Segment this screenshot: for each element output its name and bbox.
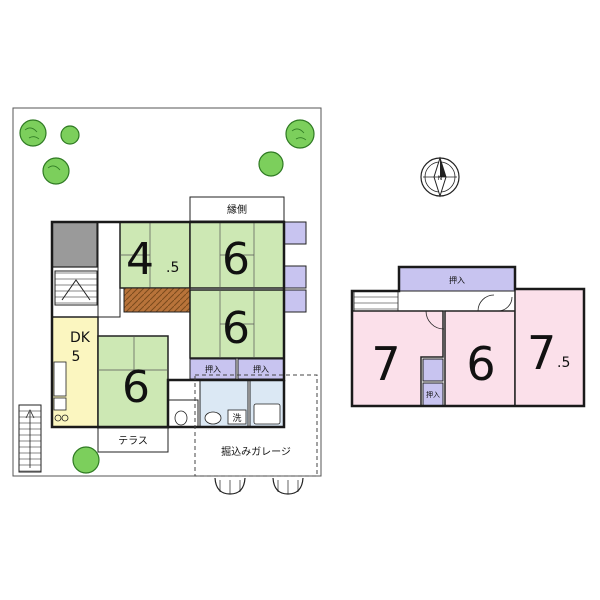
sink-icon [204,411,222,425]
closet-right-1 [283,221,307,245]
upper-closet-small-label: 押入 [426,390,440,399]
toilet-icon [174,410,188,426]
tree-icon [60,125,80,145]
upper-closet-small-1 [422,358,444,382]
ground-floor-walls [50,220,286,429]
terrace [97,427,169,453]
stair-block [51,221,98,268]
room-size-label: 4 [126,234,154,285]
room-western-7: 7 [351,310,444,407]
garage-area [194,374,318,477]
room-size-label: 7 [527,326,556,380]
closet-right-3 [283,289,307,313]
room-western-7-5: 7 .5 [514,288,585,407]
car-wheel-icon [272,477,304,495]
north-arrow-compass-icon: N [420,156,460,198]
closet-a-label: 押入 [205,364,221,374]
svg-text:N: N [438,175,443,182]
tree-icon [42,157,70,185]
engawa-label: 縁側 [227,203,247,216]
closet-right-2 [283,265,307,289]
tree-icon [258,151,284,177]
room-dk: DK 5 [51,316,99,428]
hall [97,221,121,318]
engawa-strip [189,196,285,222]
garage-label: 掘込みガレージ [221,445,291,458]
bathtub-icon [253,403,281,425]
room-western-6: 6 [444,310,516,407]
room-tatami-4-5: 4 .5 [119,221,191,313]
car-wheel-icon [214,477,246,495]
room-size-label: 6 [222,234,250,285]
closet-b-label: 押入 [253,364,269,374]
upper-closet-top [398,266,516,293]
room-size-fraction: .5 [557,355,570,371]
room-size-label: 6 [122,362,150,413]
outdoor-steps-icon [18,404,42,473]
wash-label: 洗 [232,412,241,424]
upper-closet-top-label: 押入 [449,275,465,285]
room-size-fraction: .5 [166,260,179,276]
terrace-label: テラス [118,435,148,447]
room-size-label: 7 [371,337,400,391]
upper-stair-icon [353,290,399,312]
site-boundary [12,107,322,477]
room-tatami-6-left: 6 [97,335,169,429]
dk-size: 5 [72,349,81,365]
tree-icon [72,446,100,474]
dk-label: DK [70,330,91,346]
tree-icon [19,119,47,147]
room-size-label: 6 [222,303,250,354]
entrance-stair-icon [54,270,98,306]
room-size-label: 6 [466,337,495,391]
tree-icon [285,119,315,149]
room-tatami-6-mid: 6 [189,289,285,359]
room-tatami-6-top: 6 [189,221,285,289]
wet-area: 洗 [167,379,285,428]
